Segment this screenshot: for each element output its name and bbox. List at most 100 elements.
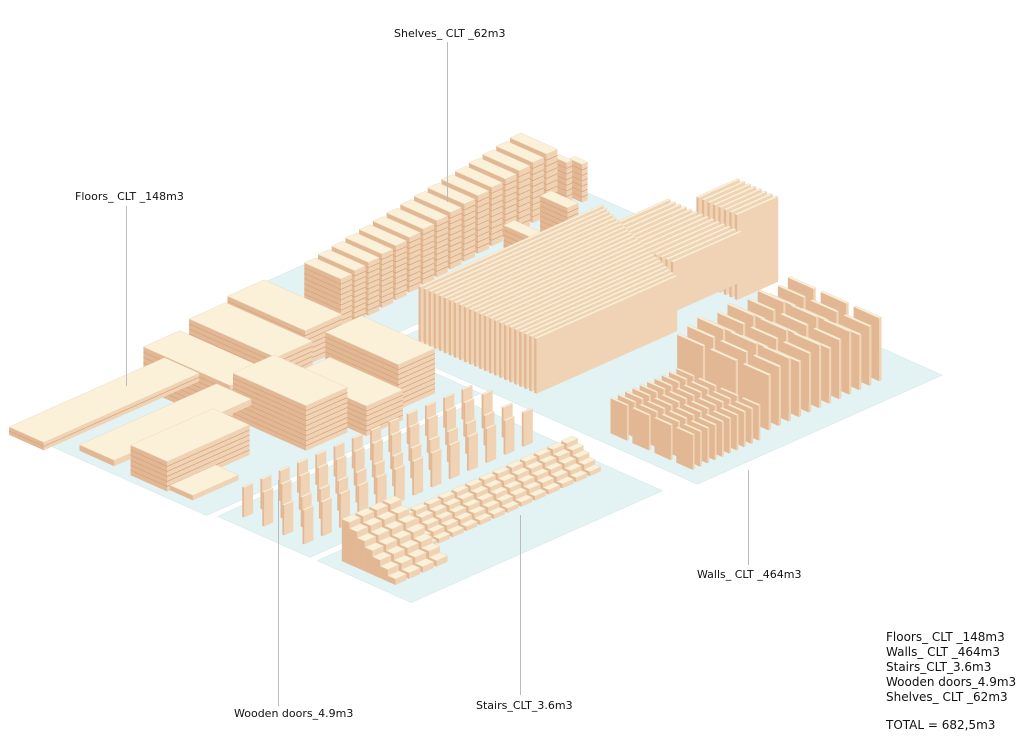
door-panel-top-face [411, 456, 424, 462]
wall-panel-top-face [508, 259, 662, 328]
stair-step-top-face [531, 468, 549, 477]
layer-line [569, 163, 588, 171]
stair-step-front-face [466, 521, 478, 532]
wall-panel-top-face [646, 400, 666, 410]
wall-panel-top-face [428, 210, 611, 293]
stair-step-top-face [515, 494, 533, 503]
layer-line [130, 449, 250, 487]
wall-panel-top-face [697, 377, 717, 387]
door-panel-top-face [408, 422, 421, 428]
stair-step-side-face [570, 475, 577, 483]
wall-panel-side-face [473, 310, 477, 367]
door-panel-top-face [429, 448, 442, 454]
door-panel-side-face [503, 420, 506, 455]
door-panel-top-face [333, 441, 345, 448]
wall-panel-top-face [747, 298, 776, 312]
shelf-stack-top-face [413, 191, 462, 213]
layer-line [130, 439, 250, 477]
door-panel-top-face [280, 479, 292, 485]
stair-step-top-face [495, 493, 514, 502]
stair-step-top-face [460, 518, 478, 527]
door-panel-side-face [446, 431, 449, 463]
wall-panel-top-face [418, 204, 605, 288]
layer-line [553, 179, 573, 186]
stair-step-top-face [468, 505, 486, 514]
door-panel-side-face [298, 475, 301, 511]
wall-panel-top-face [653, 377, 674, 387]
door-panel-top-face [241, 482, 254, 488]
door-panel-side-face [302, 509, 305, 545]
wall-panel-side-face [524, 333, 527, 390]
door-panel-top-face [356, 480, 369, 487]
stair-step-side-face [357, 537, 365, 572]
layer-line [325, 341, 436, 376]
door-panel-side-face [410, 447, 413, 479]
wall-panel-top-face [690, 380, 710, 390]
stair-step-top-face [558, 456, 577, 464]
door-panel-side-face [463, 402, 466, 437]
stair-step-side-face [341, 519, 350, 565]
wall-panel-side-face [514, 328, 517, 385]
shelf-stack-top-face [495, 141, 545, 163]
layer-line [304, 293, 352, 311]
legend-item-doors: Wooden doors_4.9m3 [886, 675, 1017, 689]
wall-panel-top-face [780, 312, 809, 326]
door-panel-top-face [298, 471, 311, 477]
stair-step-top-face [420, 542, 441, 552]
stair-step-side-face [556, 481, 563, 489]
door-panel-side-face [465, 423, 467, 454]
door-panel-side-face [353, 451, 356, 486]
door-panel-top-face [448, 440, 461, 446]
legend-item-stairs: Stairs_CLT_3.6m3 [886, 660, 992, 674]
wall-panel-top-face [843, 314, 872, 327]
shelf-stack-front-face [582, 162, 588, 203]
stair-step-top-face [414, 558, 435, 568]
legend-item-shelves: Shelves_ CLT _62m3 [886, 690, 1008, 704]
layer-line [232, 392, 348, 427]
wall-panel-top-face [670, 230, 743, 263]
stair-step-top-face [544, 462, 563, 471]
wall-panel-top-face [723, 190, 768, 211]
wall-panel-side-face [488, 317, 492, 374]
wall-panel-top-face [712, 390, 732, 400]
stair-step-top-face [456, 491, 475, 500]
wall-panel-top-face [443, 219, 621, 299]
door-panel-front-face [414, 457, 424, 496]
door-panel-front-face [468, 433, 478, 472]
layer-line [232, 402, 348, 437]
wall-panel-side-face [443, 297, 446, 354]
stair-step-top-face [385, 545, 406, 555]
door-panel-top-face [483, 410, 495, 417]
wall-panel-top-face [719, 406, 740, 416]
door-panel-front-face [505, 416, 515, 455]
layer-line [304, 283, 352, 301]
door-panel-top-face [406, 409, 419, 415]
door-panel-side-face [461, 389, 464, 420]
wall-panel-side-face [433, 293, 436, 349]
stair-step-top-face [451, 484, 469, 493]
wall-panel-side-face [676, 427, 693, 470]
legend-total: TOTAL = 682,5m3 [886, 718, 996, 732]
stair-step-top-face [432, 531, 451, 540]
layer-line [232, 407, 348, 442]
floor-stack-side-face [170, 485, 193, 501]
wall-panel-top-face [653, 223, 726, 256]
stair-step-top-face [470, 485, 489, 494]
stair-step-front-face [576, 473, 588, 483]
stair-step-top-face [384, 520, 404, 530]
wall-panel-top-face [675, 367, 696, 377]
wall-panel-top-face [448, 222, 624, 302]
layer-line [325, 336, 436, 371]
layer-line [130, 444, 250, 482]
wall-panel-front-face [751, 408, 754, 444]
door-panel-side-face [351, 437, 354, 469]
stair-step-top-face [489, 486, 508, 495]
floor-stack-top-face [188, 302, 313, 358]
wall-panel-side-face [458, 304, 462, 361]
wall-panel-side-face [534, 337, 537, 394]
layer-line [539, 205, 579, 219]
wall-panel-side-face [529, 335, 532, 392]
door-panel-front-face [523, 408, 533, 447]
shelf-stack-top-face [482, 149, 531, 172]
wall-panel-top-face [478, 241, 643, 315]
